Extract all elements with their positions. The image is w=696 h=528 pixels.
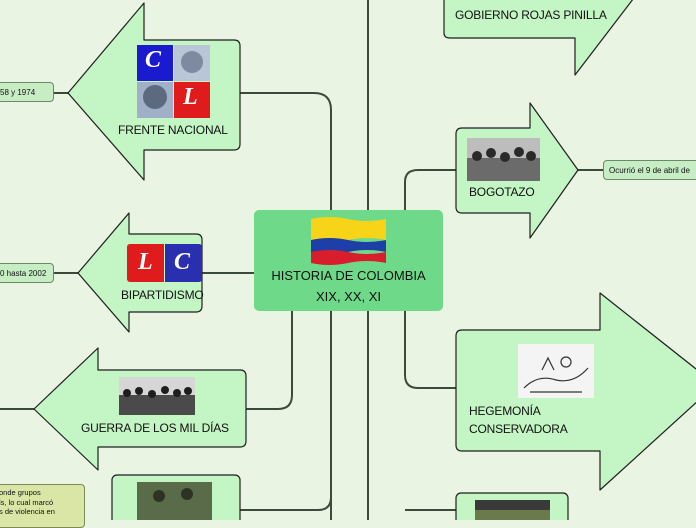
- side-note-line: ls, lo cual marcó: [0, 497, 54, 507]
- central-topic[interactable]: HISTORIA DE COLOMBIA XIX, XX, XI: [254, 210, 443, 311]
- colombia-flag-image: [311, 215, 386, 265]
- hegemonia-image: [518, 344, 594, 398]
- topic-label-bipartidismo[interactable]: BIPARTIDISMO: [121, 288, 204, 302]
- central-topic-title: HISTORIA DE COLOMBIA XIX, XX, XI: [271, 268, 426, 304]
- note-frente-nacional[interactable]: 58 y 1974: [0, 82, 54, 102]
- connector-main-left: [240, 92, 332, 520]
- bipartidismo-image: L C: [127, 244, 202, 282]
- side-note[interactable]: onde grupos ls, lo cual marcó s de viole…: [0, 484, 85, 528]
- topic-label-guerra[interactable]: GUERRA DE LOS MIL DÍAS: [81, 421, 229, 435]
- connector-bogotazo: [404, 169, 456, 311]
- side-note-line: s de violencia en: [0, 507, 55, 516]
- bottom-right-topic-image: [475, 500, 550, 520]
- topic-label-frente-nacional[interactable]: FRENTE NACIONAL: [118, 123, 228, 137]
- bipartidismo-logo-c: C: [174, 249, 191, 275]
- topic-label-rojas-pinilla[interactable]: GOBIERNO ROJAS PINILLA: [455, 8, 607, 22]
- topic-label-hegemonia[interactable]: HEGEMONÍA CONSERVADORA: [469, 404, 568, 436]
- frente-nacional-image: C L: [137, 45, 210, 118]
- topic-shape-rojas-pinilla[interactable]: [443, 0, 640, 76]
- bottom-left-topic-image: [137, 482, 212, 520]
- frente-logo-c: C: [145, 47, 162, 73]
- note-bipartidismo[interactable]: 0 hasta 2002: [0, 263, 54, 283]
- note-bogotazo[interactable]: Ocurrió el 9 de abril de: [603, 160, 696, 180]
- connector-main-bottom: [240, 470, 332, 511]
- frente-logo-l: L: [183, 84, 198, 110]
- bogotazo-image: [467, 138, 540, 181]
- side-note-line: onde grupos: [0, 488, 41, 497]
- guerra-image: [119, 377, 195, 415]
- bipartidismo-logo-l: L: [138, 249, 153, 275]
- topic-label-bogotazo[interactable]: BOGOTAZO: [469, 185, 535, 199]
- connector-guerra: [246, 311, 293, 410]
- connector-hegemonia: [404, 311, 456, 389]
